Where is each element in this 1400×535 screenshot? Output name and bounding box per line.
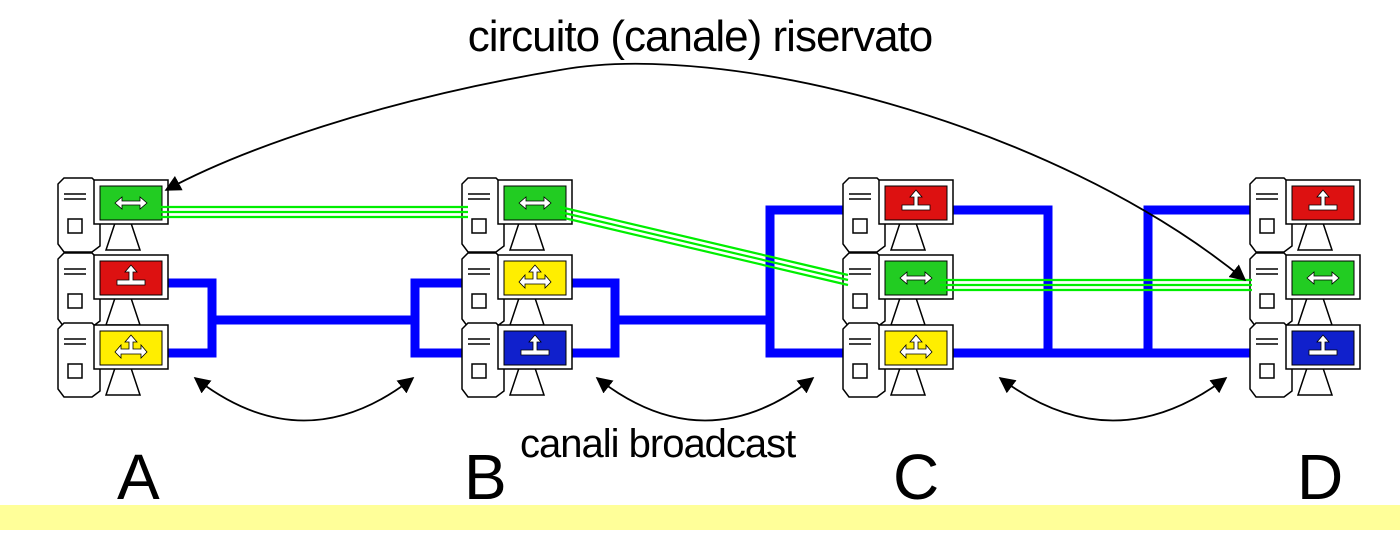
- station-a-3: [57, 322, 169, 398]
- station-b-2: [461, 252, 573, 328]
- monitor-icon: [93, 324, 169, 396]
- broadcast-line-9: [1143, 205, 1252, 353]
- multi-arrow-icon: [114, 334, 148, 359]
- station-b-3: [461, 322, 573, 398]
- node-label-b: B: [464, 441, 507, 513]
- broadcast-arrow-2: [595, 376, 815, 422]
- multi-arrow-icon: [899, 334, 933, 359]
- monitor-icon: [1285, 179, 1361, 251]
- reserved-circuit-line-2-1: [559, 205, 849, 277]
- merge-arrow-icon: [1308, 189, 1338, 211]
- node-label-d: D: [1297, 441, 1344, 513]
- merge-arrow-icon: [520, 334, 550, 356]
- node-label-a: A: [117, 441, 160, 513]
- monitor-icon: [1285, 254, 1361, 326]
- station-a-2: [57, 252, 169, 328]
- reserved-circuit: [160, 205, 1252, 292]
- broadcast-channels: [160, 205, 1252, 358]
- merge-arrow-icon: [1308, 334, 1338, 356]
- computer-tower-icon: [842, 322, 886, 398]
- station-c-1: [842, 177, 954, 253]
- broadcast-line-3: [410, 278, 470, 358]
- station-d-1: [1249, 177, 1361, 253]
- node-label-c: C: [893, 441, 940, 513]
- annotation-arrows: [164, 62, 1247, 422]
- broadcast-channels-label: canali broadcast: [520, 422, 796, 466]
- diagram-title: circuito (canale) riservato: [467, 12, 934, 61]
- reserved-circuit-line-2-2: [559, 210, 849, 282]
- station-d-2: [1249, 252, 1361, 328]
- merge-arrow-icon: [116, 264, 146, 286]
- monitor-icon: [497, 179, 573, 251]
- monitor-icon: [878, 179, 954, 251]
- broadcast-arrow-1: [193, 377, 415, 422]
- broadcast-arrow-3: [998, 377, 1228, 422]
- monitor-icon: [878, 324, 954, 396]
- computer-tower-icon: [1249, 252, 1293, 328]
- station-c-3: [842, 322, 954, 398]
- monitor-icon: [93, 179, 169, 251]
- station-c-2: [842, 252, 954, 328]
- monitor-icon: [93, 254, 169, 326]
- station-d-3: [1249, 322, 1361, 398]
- monitor-icon: [497, 254, 573, 326]
- broadcast-line-7: [940, 205, 1053, 358]
- monitor-icon: [1285, 324, 1361, 396]
- computer-tower-icon: [57, 177, 101, 253]
- station-b-1: [461, 177, 573, 253]
- computer-tower-icon: [461, 322, 505, 398]
- computer-tower-icon: [1249, 177, 1293, 253]
- station-a-1: [57, 177, 169, 253]
- bidirectional-arrow-icon: [1306, 271, 1340, 285]
- reserved-circuit-line-2-3: [559, 215, 849, 287]
- monitor-icon: [497, 324, 573, 396]
- bidirectional-arrow-icon: [114, 196, 148, 210]
- caption-strip: [0, 505, 1400, 530]
- reserved-circuit-arrow: [164, 62, 1247, 282]
